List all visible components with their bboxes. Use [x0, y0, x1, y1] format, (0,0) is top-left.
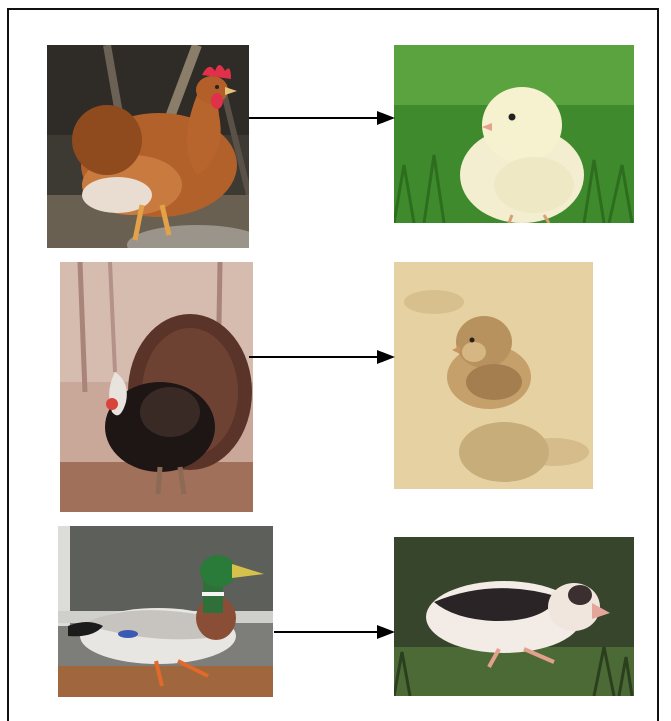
duckling-image	[394, 537, 634, 696]
turkey-poult-image	[394, 262, 593, 489]
chick-image	[394, 45, 634, 223]
arrow-hen-to-chick	[249, 110, 395, 126]
arrow-turkey-to-poult	[249, 349, 395, 365]
turkey-image	[60, 262, 253, 512]
mallard-image	[58, 526, 273, 697]
arrow-mallard-to-duckling	[274, 624, 395, 640]
hen-image	[47, 45, 249, 248]
